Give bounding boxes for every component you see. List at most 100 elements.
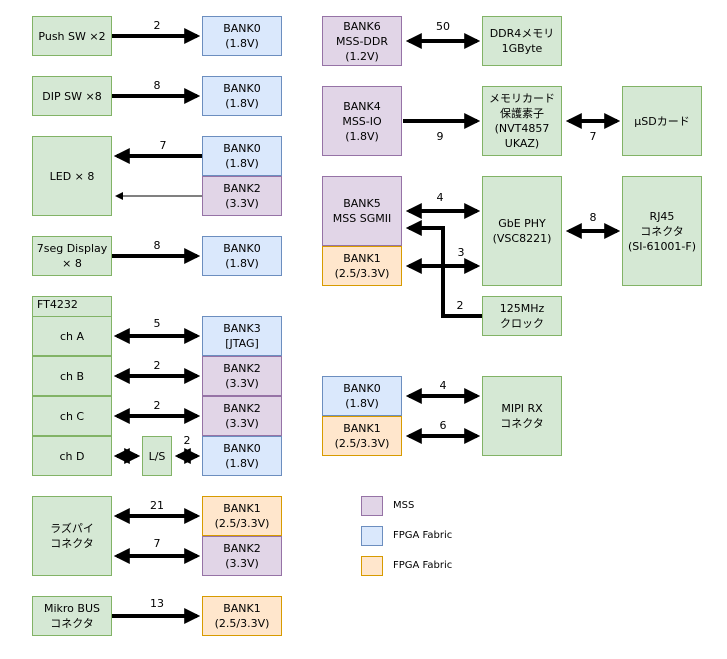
mikro-bus-box: Mikro BUS コネクタ: [32, 596, 112, 636]
bank2-ch-c-box: BANK2 (3.3V): [202, 396, 282, 436]
box-text-line: ch B: [59, 369, 85, 383]
box-text-line: (1.8V): [345, 397, 379, 410]
legend-fabric-blue-swatch: [361, 526, 383, 546]
ch-a-box: ch A: [32, 316, 112, 356]
bank0-push-box: BANK0(1.8V): [202, 16, 282, 56]
bank1-mikro-box: BANK1 (2.5/3.3V): [202, 596, 282, 636]
bank2-ch-b-box: BANK2 (3.3V): [202, 356, 282, 396]
box-text-line: 1GByte: [501, 42, 543, 55]
box-text-line: MSS-IO: [342, 114, 382, 128]
legend-mss-swatch: [361, 496, 383, 516]
label-clock: 2: [456, 299, 464, 312]
legend-fabric-orange-swatch: [361, 556, 383, 576]
box-text-line: (VSC8221): [492, 232, 552, 245]
box-text-line: BANK1: [223, 502, 261, 515]
box-text-line: クロック: [500, 317, 544, 330]
bank1-gbe-box: BANK1 (2.5/3.3V): [322, 246, 402, 286]
label-ch-a: 5: [153, 317, 161, 330]
box-text-line: BANK1: [223, 602, 261, 615]
box-text-line: Push SW ×2: [38, 29, 106, 43]
box-text-line: ch D: [59, 449, 85, 463]
box-text-line: メモリカード: [489, 92, 555, 105]
box-text-line: MSS-DDR: [335, 34, 388, 48]
led-box: LED × 8: [32, 136, 112, 216]
box-text-line: × 8: [62, 257, 82, 270]
ch-d-box: ch D: [32, 436, 112, 476]
box-text-line: LED × 8: [49, 169, 95, 183]
box-text-line: コネクタ: [50, 537, 94, 550]
label-led: 7: [159, 139, 167, 152]
box-text-line: 7seg Display: [36, 242, 108, 255]
box-text-line: Mikro BUS: [43, 602, 100, 615]
bank0-mipi-box: BANK0 (1.8V): [322, 376, 402, 416]
label-dip: 8: [153, 79, 161, 92]
label-raspi-2: 7: [153, 537, 161, 550]
box-text-line: BANK2: [223, 402, 261, 415]
box-text-line: コネクタ: [50, 617, 94, 630]
box-text-line: BANK0: [223, 142, 261, 155]
box-text-line: [JTAG]: [225, 337, 259, 350]
box-text-line: BANK0: [343, 382, 381, 395]
label-io: 9: [436, 130, 444, 143]
raspi-connector-box: ラズパイコネクタ: [32, 496, 112, 576]
bank3-jtag-box: BANK3 [JTAG]: [202, 316, 282, 356]
box-text-line: BANK0: [223, 442, 261, 455]
gbe-phy-box: GbE PHY (VSC8221): [482, 176, 562, 286]
bank0-seg-box: BANK0(1.8V): [202, 236, 282, 276]
box-text-line: (2.5/3.3V): [214, 617, 270, 630]
box-text-line: RJ45: [649, 209, 675, 223]
label-push: 2: [153, 19, 161, 32]
box-text-line: GbE PHY: [498, 217, 546, 230]
box-text-line: (1.8V): [345, 129, 379, 143]
bank0-dip-box: BANK0(1.8V): [202, 76, 282, 116]
box-text-line: (3.3V): [225, 377, 259, 390]
box-text-line: (3.3V): [225, 417, 259, 430]
box-text-line: BANK6: [343, 19, 381, 33]
box-text-line: BANK2: [223, 362, 261, 375]
box-text-line: MIPI RX: [501, 402, 543, 415]
box-text-line: (2.5/3.3V): [334, 267, 390, 280]
bank1-mipi-box: BANK1(2.5/3.3V): [322, 416, 402, 456]
box-text-line: BANK4: [343, 99, 381, 113]
box-text-line: BANK5: [343, 197, 381, 210]
wire-clock: [405, 220, 483, 318]
mipi-rx-connector-box: MIPI RX コネクタ: [482, 376, 562, 456]
box-text-line: μSDカード: [634, 114, 690, 128]
seg-display-box: 7seg Display × 8: [32, 236, 112, 276]
label-ch-b: 2: [153, 359, 161, 372]
label-usd: 7: [589, 130, 597, 143]
box-text-line: BANK1: [343, 252, 381, 265]
box-text-line: (NVT4857: [494, 122, 550, 135]
box-text-line: (1.8V): [225, 97, 259, 110]
box-text-line: (3.3V): [225, 197, 259, 210]
legend-fabric-blue-label: FPGA Fabric: [393, 530, 453, 541]
label-sgmii: 4: [436, 191, 444, 204]
box-text-line: コネクタ: [640, 224, 684, 238]
level-shifter-box: L/S: [142, 436, 172, 476]
push-sw-box: Push SW ×2: [32, 16, 112, 56]
box-text-line: DDR4メモリ: [489, 27, 555, 40]
box-text-line: ラズパイ: [50, 522, 94, 535]
box-text-line: L/S: [148, 449, 166, 463]
box-text-line: BANK0: [223, 22, 261, 35]
box-text-line: DIP SW ×8: [42, 89, 102, 103]
label-rj45: 8: [589, 211, 597, 224]
microsd-card-box: μSDカード: [622, 86, 702, 156]
label-raspi-1: 21: [150, 499, 164, 512]
box-text-line: BANK3: [223, 322, 261, 335]
label-ch-c: 2: [153, 399, 161, 412]
box-text-line: コネクタ: [500, 417, 544, 430]
ch-c-box: ch C: [32, 396, 112, 436]
box-text-line: ch C: [59, 409, 85, 423]
box-text-line: MSS SGMII: [332, 212, 392, 225]
label-mikro: 13: [150, 597, 164, 610]
label-seg: 8: [153, 239, 161, 252]
box-text-line: (1.2V): [345, 49, 379, 63]
ddr4-memory-box: DDR4メモリ 1GByte: [482, 16, 562, 66]
box-text-line: BANK1: [343, 422, 381, 435]
box-text-line: ch A: [59, 329, 85, 343]
bank1-raspi-box: BANK1(2.5/3.3V): [202, 496, 282, 536]
